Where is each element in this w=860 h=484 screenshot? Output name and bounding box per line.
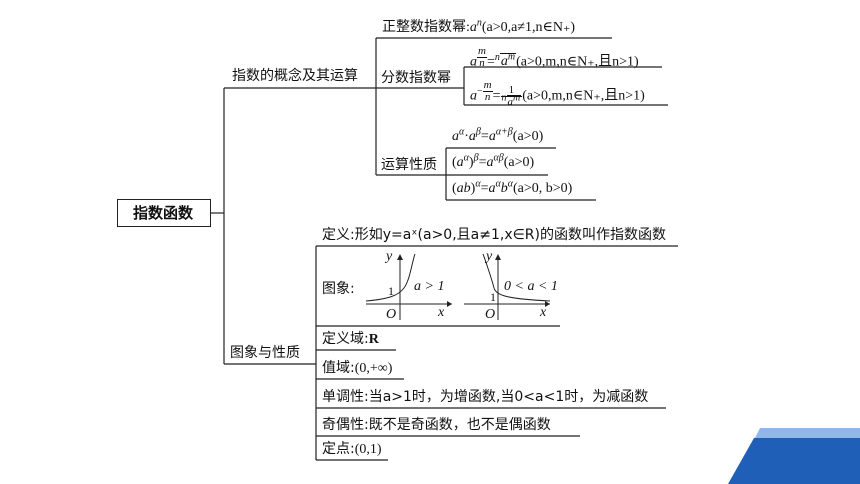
graph-left-intercept: 1 xyxy=(388,284,394,298)
root-label: 指数函数 xyxy=(133,204,194,222)
operation-rule-1: aα·aβ=aα+β(a>0) xyxy=(452,126,544,144)
graph-right-origin: O xyxy=(485,307,496,322)
operation-properties-label: 运算性质 xyxy=(381,157,437,173)
operation-rule-2: (aα)β=aαβ(a>0) xyxy=(452,152,535,170)
graph-right-x-axis: x xyxy=(540,305,547,320)
graph-right-intercept: 1 xyxy=(490,290,496,304)
graph-left-case: a > 1 xyxy=(414,279,445,294)
graph-right-y-axis: y xyxy=(486,249,493,264)
branch-graph-label: 图象与性质 xyxy=(230,345,300,361)
graph-left-origin: O xyxy=(386,307,397,322)
branch-concept-label: 指数的概念及其运算 xyxy=(232,68,358,84)
parity-item: 奇偶性:既不是奇函数，也不是偶函数 xyxy=(322,417,551,433)
root-node xyxy=(117,199,211,227)
range-item: 值域:(0,+∞) xyxy=(322,360,393,376)
graph-increasing xyxy=(365,253,452,320)
graph-left-y-axis: y xyxy=(386,249,393,264)
fractional-power-label: 分数指数幂 xyxy=(381,70,451,86)
graph-left-x-axis: x xyxy=(438,305,445,320)
fixed-point-item: 定点:(0,1) xyxy=(322,441,382,457)
monotonicity-item: 单调性:当a>1时，为增函数,当0<a<1时，为减函数 xyxy=(322,389,649,405)
definition-text: 定义:形如y=aˣ(a>0,且a≠1,x∈R)的函数叫作指数函数 xyxy=(322,227,666,243)
operation-rule-3: (ab)α=aαbα(a>0, b>0) xyxy=(452,178,573,196)
positive-integer-power: 正整数指数幂:an(a>0,a≠1,n∈N₊) xyxy=(382,17,576,35)
graph-label: 图象: xyxy=(322,281,355,297)
graph-decreasing xyxy=(464,253,551,320)
domain-item: 定义域:R xyxy=(322,331,379,347)
graph-right-case: 0 < a < 1 xyxy=(504,279,558,294)
corner-decoration xyxy=(728,428,860,484)
